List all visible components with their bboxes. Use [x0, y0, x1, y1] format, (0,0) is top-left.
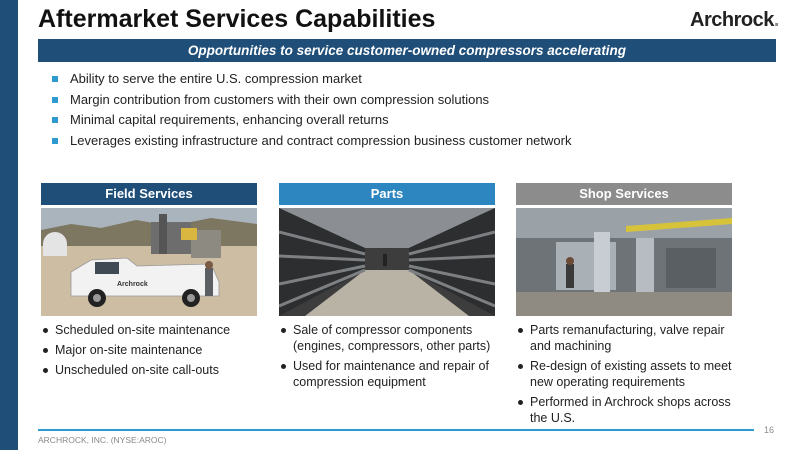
- list-item: Scheduled on-site maintenance: [41, 322, 257, 338]
- archrock-logo: Archrock.: [690, 9, 779, 32]
- parts-header: Parts: [279, 183, 495, 205]
- field-services-list: Scheduled on-site maintenance Major on-s…: [41, 322, 257, 378]
- list-item-text: Performed in Archrock shops across the U…: [530, 395, 731, 425]
- list-item-text: Major on-site maintenance: [55, 343, 203, 357]
- parts-list: Sale of compressor components (engines, …: [279, 322, 495, 390]
- key-point-text: Ability to serve the entire U.S. compres…: [70, 71, 362, 86]
- footer-divider: [38, 429, 754, 431]
- list-item-text: Scheduled on-site maintenance: [55, 323, 231, 337]
- parts-column: Parts Sale of compressor components (eng…: [279, 183, 495, 394]
- shop-services-header: Shop Services: [516, 183, 732, 205]
- list-item: Performed in Archrock shops across the U…: [516, 394, 732, 426]
- key-point-text: Leverages existing infrastructure and co…: [70, 132, 572, 148]
- truck-decal-text: Archrock: [117, 281, 148, 288]
- key-point: Minimal capital requirements, enhancing …: [52, 110, 571, 131]
- key-point: Margin contribution from customers with …: [52, 90, 571, 111]
- list-item-text: Parts remanufacturing, valve repair and …: [530, 323, 725, 353]
- bullet-dot-icon: [43, 368, 48, 373]
- bullet-square-icon: [52, 96, 58, 103]
- bullet-dot-icon: [281, 364, 286, 369]
- bullet-dot-icon: [518, 400, 523, 405]
- list-item-text: Used for maintenance and repair of compr…: [293, 359, 489, 389]
- key-points-list: Ability to serve the entire U.S. compres…: [52, 69, 571, 151]
- bullet-dot-icon: [518, 364, 523, 369]
- page-title: Aftermarket Services Capabilities: [38, 5, 436, 33]
- bullet-square-icon: [52, 76, 58, 82]
- bullet-dot-icon: [518, 328, 523, 333]
- field-services-header: Field Services: [41, 183, 257, 205]
- subtitle-banner: Opportunities to service customer-owned …: [38, 39, 776, 62]
- list-item: Parts remanufacturing, valve repair and …: [516, 322, 732, 354]
- list-item-text: Unscheduled on-site call-outs: [55, 363, 219, 377]
- left-accent-bar: [0, 0, 18, 450]
- list-item: Major on-site maintenance: [41, 342, 257, 358]
- bullet-square-icon: [52, 137, 58, 144]
- bullet-dot-icon: [43, 348, 48, 353]
- footer-company: ARCHROCK, INC. (NYSE:AROC): [38, 435, 167, 445]
- list-item-text: Re-design of existing assets to meet new…: [530, 359, 732, 389]
- key-point: Ability to serve the entire U.S. compres…: [52, 69, 571, 90]
- page-number: 16: [764, 425, 775, 435]
- logo-suffix: .: [773, 9, 780, 31]
- bullet-dot-icon: [281, 328, 286, 333]
- field-services-photo: Archrock: [41, 208, 257, 316]
- bullet-dot-icon: [43, 328, 48, 333]
- key-point-text: Margin contribution from customers with …: [70, 91, 490, 107]
- shop-services-photo: [516, 208, 732, 316]
- list-item-text: Sale of compressor components (engines, …: [293, 323, 491, 353]
- list-item: Sale of compressor components (engines, …: [279, 322, 495, 354]
- key-point: Leverages existing infrastructure and co…: [52, 131, 571, 152]
- list-item: Used for maintenance and repair of compr…: [279, 358, 495, 390]
- list-item: Unscheduled on-site call-outs: [41, 362, 257, 378]
- field-services-column: Field Services Archrock Scheduled on-sit…: [41, 183, 257, 382]
- parts-warehouse-photo: [279, 208, 495, 316]
- shop-services-column: Shop Services Parts remanufacturing, val…: [516, 183, 732, 430]
- shop-services-list: Parts remanufacturing, valve repair and …: [516, 322, 732, 426]
- key-point-text: Minimal capital requirements, enhancing …: [70, 112, 389, 127]
- list-item: Re-design of existing assets to meet new…: [516, 358, 732, 390]
- bullet-square-icon: [52, 117, 58, 123]
- logo-text: Archrock: [690, 9, 774, 31]
